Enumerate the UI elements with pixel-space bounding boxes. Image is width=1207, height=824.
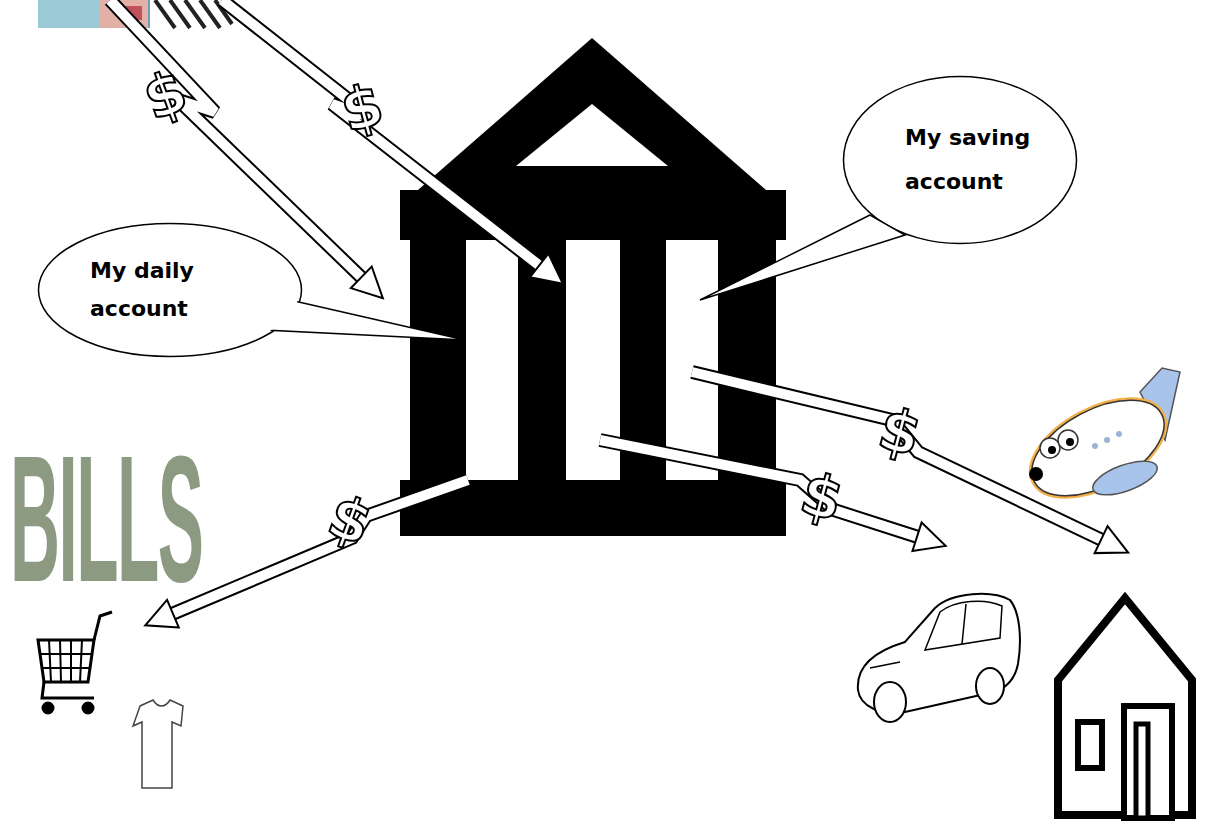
bubble-outline <box>37 222 303 358</box>
bank-roof <box>418 38 766 190</box>
cart-grid <box>40 640 92 682</box>
plane-eye <box>1058 430 1078 450</box>
bubble-fill <box>846 79 1075 242</box>
arrow-outline <box>600 440 918 537</box>
plane-wing <box>1089 454 1162 502</box>
bubble-text: My saving account <box>905 116 1055 204</box>
bubble-text: My daily account <box>90 252 240 328</box>
cart-basket <box>38 640 94 682</box>
house-window <box>1078 722 1102 768</box>
dollar-sign: $ <box>335 75 389 141</box>
shopping-cart <box>38 612 112 713</box>
speech-bubble: My saving account <box>842 75 1078 245</box>
bank-column <box>410 240 466 482</box>
car-light <box>870 662 900 668</box>
t-shirt <box>133 700 183 788</box>
house <box>1058 598 1192 818</box>
dollar-sign: $ <box>321 486 379 554</box>
plane-window <box>1116 431 1122 437</box>
house-door-panel <box>1136 724 1148 818</box>
cart-wheel <box>83 703 93 713</box>
plane-window <box>1092 443 1098 449</box>
cart-wheel <box>43 703 53 713</box>
bubble-outline <box>842 75 1078 245</box>
dollar-sign: $ <box>795 464 849 530</box>
dollar-sign: $ <box>136 61 194 129</box>
car-window <box>925 601 1002 650</box>
speech-bubble: My daily account <box>37 222 303 358</box>
car <box>858 594 1020 722</box>
bank-column <box>518 240 566 482</box>
plane-pupil <box>1066 438 1074 446</box>
arrow-body <box>600 440 918 537</box>
airplane <box>1017 368 1180 515</box>
dollar-sign: $ <box>873 399 927 465</box>
arrow-body <box>222 0 540 266</box>
plane-window <box>1104 437 1110 443</box>
bubble-ellipse <box>844 77 1077 244</box>
car-wheel <box>976 668 1004 704</box>
bubble-fill <box>41 226 300 355</box>
car-pillar <box>962 604 966 644</box>
photo-patch <box>38 0 100 28</box>
car-wheel <box>874 682 906 722</box>
arrow-outline <box>172 480 468 614</box>
plane-nose <box>1029 467 1043 481</box>
bills-wordart: BILLS <box>10 429 202 609</box>
bubble-ellipse <box>39 224 302 357</box>
plane-glow <box>1017 381 1180 516</box>
plane-eye <box>1040 438 1060 458</box>
house-door <box>1124 706 1172 818</box>
arrow-outline <box>222 0 540 266</box>
bank-pediment <box>516 104 668 166</box>
cart-handle <box>94 612 112 640</box>
arrow-body <box>172 480 468 614</box>
plane-body <box>1017 381 1180 516</box>
bubble-tail <box>700 215 905 300</box>
cart-frame <box>42 682 94 698</box>
plane-pupil <box>1048 446 1056 454</box>
